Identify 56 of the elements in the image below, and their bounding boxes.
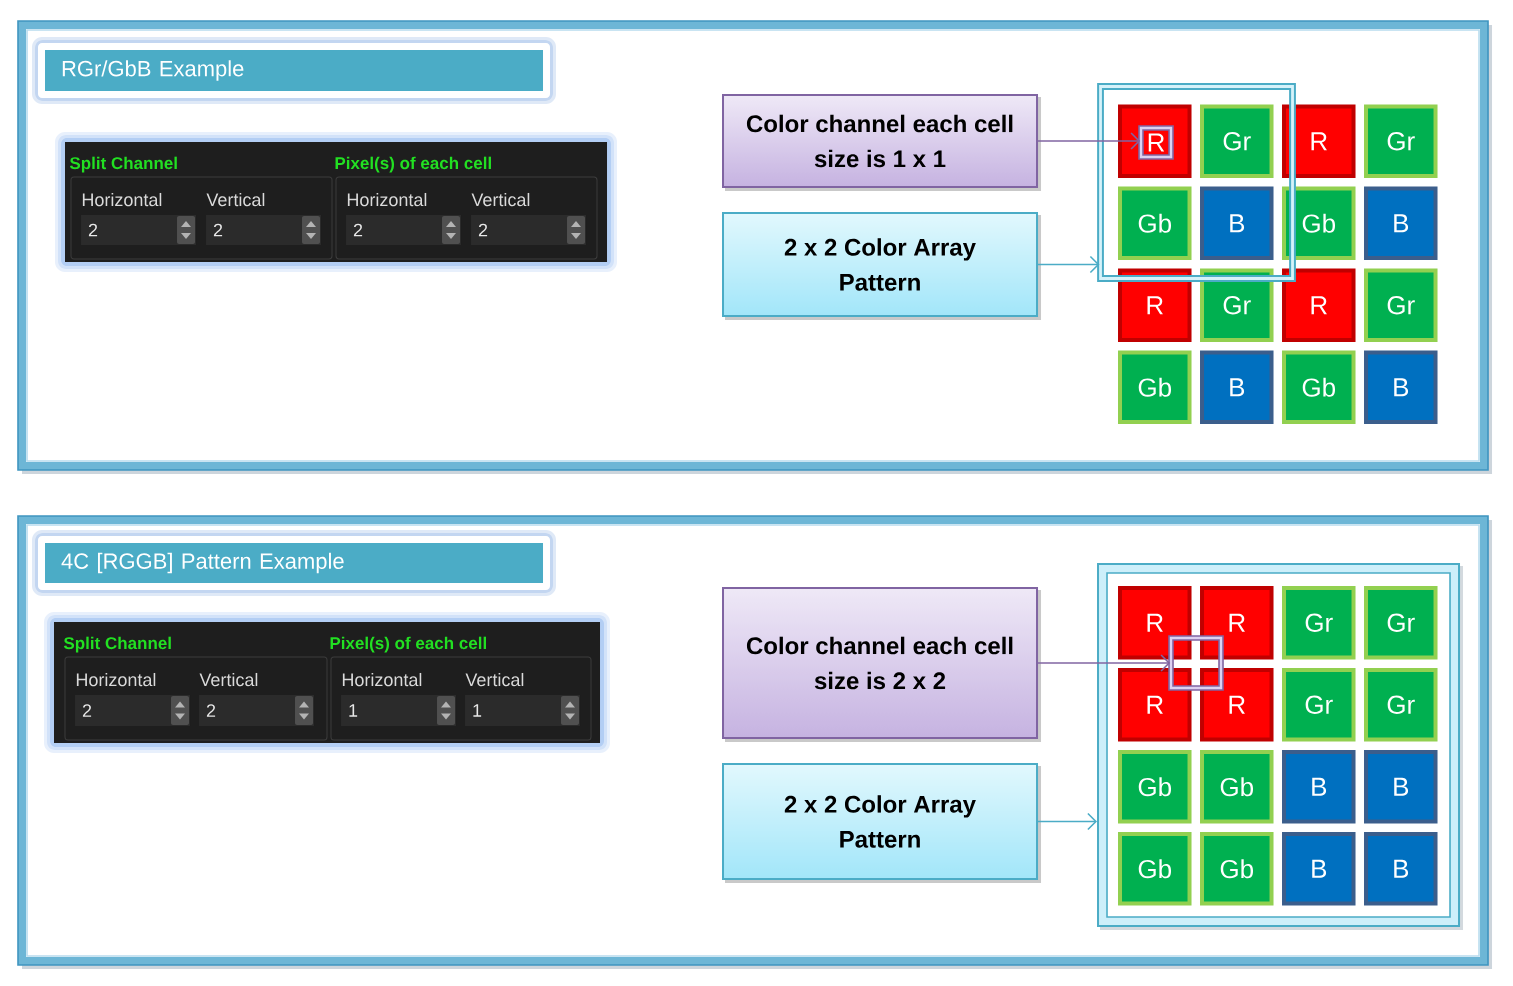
color-cell: B	[1200, 186, 1274, 260]
color-cell: Gr	[1282, 586, 1356, 660]
color-cell: Gb	[1118, 832, 1192, 906]
color-cell: R	[1118, 268, 1192, 342]
highlight-box	[1097, 83, 1296, 282]
color-cell: Gr	[1364, 586, 1438, 660]
color-cell: Gr	[1364, 668, 1438, 742]
field-label: Horizontal	[76, 672, 156, 687]
field-label: Horizontal	[82, 192, 162, 207]
group-heading: Pixel(s) of each cell	[335, 156, 491, 173]
color-cell: Gb	[1282, 186, 1356, 260]
highlight-square	[1168, 635, 1224, 691]
color-cell: Gr	[1200, 104, 1274, 178]
color-cell: B	[1364, 186, 1438, 260]
color-cell: Gb	[1118, 750, 1192, 824]
callout-box: Color channel each cell size is 2 x 2	[722, 587, 1041, 742]
arrow	[1037, 654, 1171, 672]
color-cell: B	[1282, 832, 1356, 906]
color-cell: R	[1200, 668, 1274, 742]
color-cell: Gr	[1364, 104, 1438, 178]
color-cell: Gb	[1118, 186, 1192, 260]
title-banner: 4C [RGGB] Pattern Example	[32, 530, 556, 596]
arrow	[1037, 132, 1141, 150]
color-cell: R	[1200, 586, 1274, 660]
color-cell: Gb	[1282, 350, 1356, 424]
color-cell: B	[1200, 350, 1274, 424]
color-cell: Gr	[1364, 268, 1438, 342]
title-banner: RGr/GbB Example	[32, 37, 556, 104]
color-cell: Gr	[1200, 268, 1274, 342]
arrow	[1037, 255, 1100, 274]
group-heading: Pixel(s) of each cell	[330, 636, 486, 653]
callout-box: Color channel each cell size is 1 x 1	[722, 94, 1041, 191]
field-label: Horizontal	[342, 672, 422, 687]
color-cell: Gb	[1200, 750, 1274, 824]
color-cell: Gb	[1200, 832, 1274, 906]
color-cell: R	[1118, 668, 1192, 742]
color-cell: B	[1364, 750, 1438, 824]
arrow	[1037, 812, 1098, 831]
group-heading: Split Channel	[63, 636, 171, 653]
field-label: Vertical	[199, 672, 258, 687]
color-cell: B	[1282, 750, 1356, 824]
color-cell: Gr	[1282, 668, 1356, 742]
field-label: Vertical	[206, 192, 265, 207]
field-label: Vertical	[465, 672, 524, 687]
color-cell: B	[1364, 350, 1438, 424]
field-label: Vertical	[471, 192, 530, 207]
color-cell: R	[1282, 104, 1356, 178]
color-cell: Gb	[1118, 350, 1192, 424]
callout-box: 2 x 2 Color Array Pattern	[722, 212, 1041, 320]
highlight-square: R	[1138, 125, 1174, 160]
color-cell: B	[1364, 832, 1438, 906]
field-label: Horizontal	[347, 192, 427, 207]
group-heading: Split Channel	[69, 156, 177, 173]
callout-box: 2 x 2 Color Array Pattern	[722, 763, 1041, 883]
color-cell: R	[1282, 268, 1356, 342]
color-cell: R	[1118, 586, 1192, 660]
